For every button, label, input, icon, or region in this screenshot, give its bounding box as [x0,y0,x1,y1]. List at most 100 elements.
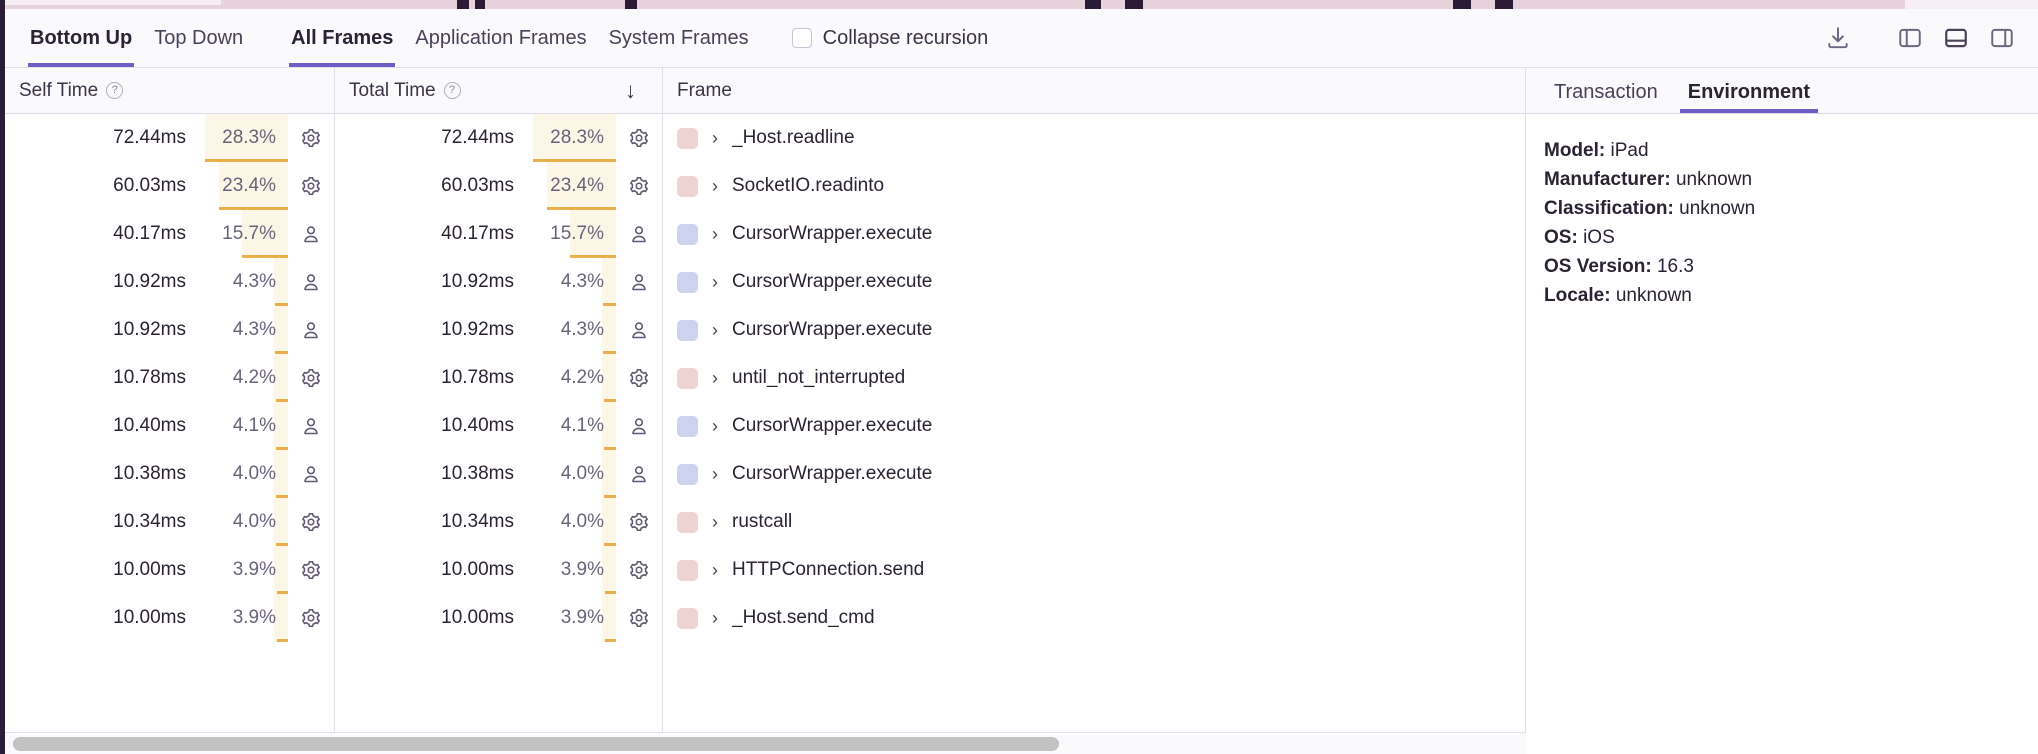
cell-frame[interactable]: › rustcall [663,498,1525,546]
person-icon[interactable] [616,271,662,293]
scrollbar-track[interactable] [13,737,1518,751]
horizontal-scrollbar[interactable] [5,732,1526,754]
env-value: unknown [1615,285,1692,306]
sort-descending-icon[interactable]: ↓ [625,77,636,103]
self-time-value: 10.00ms [113,607,186,628]
gear-icon[interactable] [616,127,662,149]
table-row[interactable]: 40.17ms 15.7% 40.17ms 15.7% › CursorWrap… [5,210,1525,258]
column-header-frame[interactable]: Frame [663,68,1525,113]
checkbox-box-icon[interactable] [791,28,812,48]
self-time-value: 40.17ms [113,223,186,244]
expand-chevron-icon[interactable]: › [712,415,718,436]
tab-bottom-up[interactable]: Bottom Up [19,10,143,67]
cell-frame[interactable]: › CursorWrapper.execute [663,210,1525,258]
person-icon[interactable] [616,463,662,485]
cell-total-time: 72.44ms 28.3% [335,114,663,162]
tab-all-frames[interactable]: All Frames [280,10,404,67]
gear-icon[interactable] [288,367,334,389]
self-percent-cell: 4.3% [200,306,288,354]
table-row[interactable]: 72.44ms 28.3% 72.44ms 28.3% › _Host.read… [5,114,1525,162]
gear-icon[interactable] [616,511,662,533]
person-icon[interactable] [288,319,334,341]
cell-frame[interactable]: › _Host.readline [663,114,1525,162]
env-value: iPad [1610,140,1649,161]
tab-system-frames[interactable]: System Frames [608,26,749,49]
cell-frame[interactable]: › CursorWrapper.execute [663,402,1525,450]
person-icon[interactable] [288,271,334,293]
panel-bottom-icon[interactable] [1940,22,1972,54]
self-time-value: 10.40ms [113,415,186,436]
expand-chevron-icon[interactable]: › [712,223,718,244]
tab-application-frames[interactable]: Application Frames [415,26,587,49]
gear-icon[interactable] [288,127,334,149]
person-icon[interactable] [616,223,662,245]
panel-left-icon[interactable] [1894,22,1926,54]
gear-icon[interactable] [288,511,334,533]
tab-transaction[interactable]: Transaction [1554,81,1658,103]
total-percent-value: 15.7% [550,223,604,244]
percent-bar-fill [276,543,288,546]
gear-icon[interactable] [288,559,334,581]
cell-frame[interactable]: › SocketIO.readinto [663,162,1525,210]
table-row[interactable]: 60.03ms 23.4% 60.03ms 23.4% › SocketIO.r… [5,162,1525,210]
expand-chevron-icon[interactable]: › [712,607,718,628]
table-row[interactable]: 10.00ms 3.9% 10.00ms 3.9% › _Host.send_c… [5,594,1525,642]
table-row[interactable]: 10.40ms 4.1% 10.40ms 4.1% › CursorWrappe… [5,402,1525,450]
column-header-self-time[interactable]: Self Time ? [5,68,335,113]
percent-bar-fill [603,351,616,354]
total-percent-value: 28.3% [550,127,604,148]
person-icon[interactable] [616,319,662,341]
cell-frame[interactable]: › until_not_interrupted [663,354,1525,402]
percent-bar-fill [569,255,616,258]
percent-bar-fill [275,447,288,450]
cell-frame[interactable]: › CursorWrapper.execute [663,450,1525,498]
cell-frame[interactable]: › _Host.send_cmd [663,594,1525,642]
person-icon[interactable] [288,463,334,485]
table-row[interactable]: 10.92ms 4.3% 10.92ms 4.3% › CursorWrappe… [5,258,1525,306]
percent-bar-background [219,162,288,210]
gear-icon[interactable] [616,607,662,629]
gear-icon[interactable] [288,175,334,197]
cell-frame[interactable]: › CursorWrapper.execute [663,306,1525,354]
cell-frame[interactable]: › HTTPConnection.send [663,546,1525,594]
download-icon[interactable] [1822,22,1854,54]
table-row[interactable]: 10.78ms 4.2% 10.78ms 4.2% › until_not_in… [5,354,1525,402]
expand-chevron-icon[interactable]: › [712,559,718,580]
table-row[interactable]: 10.38ms 4.0% 10.38ms 4.0% › CursorWrappe… [5,450,1525,498]
help-icon[interactable]: ? [443,82,461,99]
environment-details: Model: iPad Manufacturer: unknown Classi… [1526,114,2038,310]
column-header-total-time[interactable]: Total Time ? ↓ [335,68,663,113]
expand-chevron-icon[interactable]: › [712,319,718,340]
percent-bar-background [274,258,288,306]
percent-bar-fill [604,591,616,594]
cell-self-time: 10.00ms 3.9% [5,546,335,594]
person-icon[interactable] [616,415,662,437]
total-percent-cell: 4.2% [528,354,616,402]
person-icon[interactable] [288,415,334,437]
table-row[interactable]: 10.34ms 4.0% 10.34ms 4.0% › rustcall [5,498,1525,546]
percent-bar-fill [275,399,288,402]
collapse-recursion-checkbox[interactable]: Collapse recursion [791,27,988,50]
gear-icon[interactable] [288,607,334,629]
expand-chevron-icon[interactable]: › [712,367,718,388]
frames-table-body[interactable]: 72.44ms 28.3% 72.44ms 28.3% › _Host.read… [5,114,1525,732]
expand-chevron-icon[interactable]: › [712,271,718,292]
panel-right-icon[interactable] [1986,22,2018,54]
self-percent-cell: 4.2% [200,354,288,402]
expand-chevron-icon[interactable]: › [712,511,718,532]
person-icon[interactable] [288,223,334,245]
expand-chevron-icon[interactable]: › [712,175,718,196]
help-icon[interactable]: ? [106,82,124,99]
scrollbar-thumb[interactable] [13,737,1059,751]
gear-icon[interactable] [616,175,662,197]
gear-icon[interactable] [616,559,662,581]
gear-icon[interactable] [616,367,662,389]
percent-bar-fill [276,591,288,594]
table-row[interactable]: 10.00ms 3.9% 10.00ms 3.9% › HTTPConnecti… [5,546,1525,594]
tab-environment[interactable]: Environment [1679,81,1819,113]
tab-top-down[interactable]: Top Down [154,26,244,49]
cell-frame[interactable]: › CursorWrapper.execute [663,258,1525,306]
expand-chevron-icon[interactable]: › [712,127,718,148]
expand-chevron-icon[interactable]: › [712,463,718,484]
table-row[interactable]: 10.92ms 4.3% 10.92ms 4.3% › CursorWrappe… [5,306,1525,354]
